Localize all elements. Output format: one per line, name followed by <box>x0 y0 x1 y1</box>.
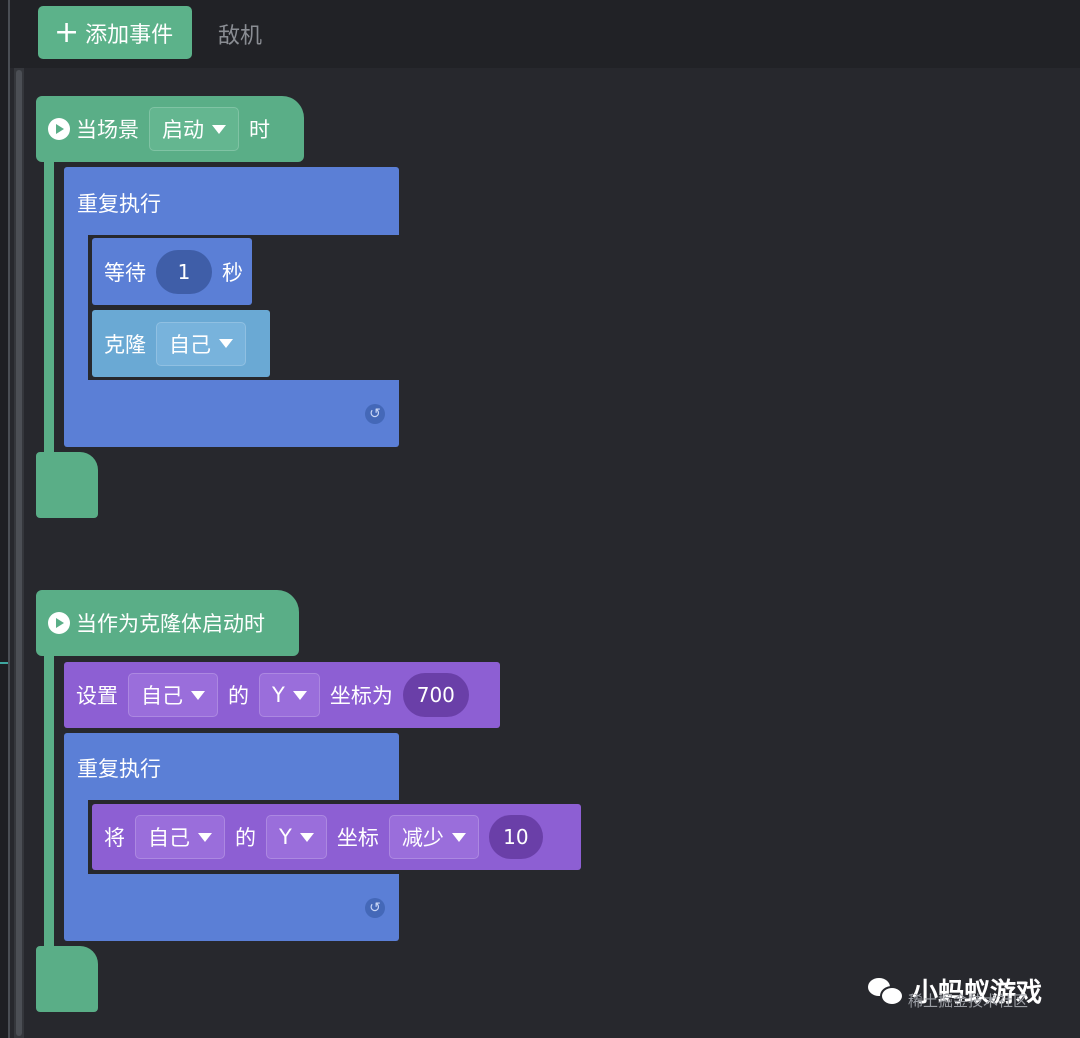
change-label: 将 <box>104 826 125 850</box>
when-clone-starts-block[interactable]: 当作为克隆体启动时 <box>36 590 299 656</box>
plus-icon: + <box>54 14 80 50</box>
dropdown-arrow-icon <box>219 339 233 348</box>
set-axis-dropdown[interactable]: Y <box>259 673 320 717</box>
loop-arrow-icon: ↺ <box>365 404 385 424</box>
play-icon <box>48 612 70 634</box>
add-event-button[interactable]: + 添加事件 <box>38 6 192 59</box>
change-target-dropdown[interactable]: 自己 <box>135 815 225 859</box>
set-label: 设置 <box>76 684 118 708</box>
wait-label: 等待 <box>104 260 146 285</box>
change-axis-value: Y <box>279 825 292 849</box>
dropdown-arrow-icon <box>292 690 307 700</box>
event-end-cap-2 <box>36 946 98 1012</box>
change-y-block[interactable]: 将 自己 的 Y 坐标 减少 10 <box>92 804 581 870</box>
dropdown-arrow-icon <box>299 832 314 842</box>
set-target-dropdown[interactable]: 自己 <box>128 673 218 717</box>
clone-block[interactable]: 克隆 自己 <box>92 310 270 377</box>
dropdown-arrow-icon <box>198 832 212 842</box>
wechat-icon <box>868 977 904 1006</box>
set-y-value-input[interactable]: 700 <box>402 673 469 717</box>
watermark-sub-text: 稀土掘金技术社区 <box>908 992 1029 1010</box>
event-rail-2 <box>44 645 54 965</box>
wait-block[interactable]: 等待 1 秒 <box>92 238 252 305</box>
left-panel-edge <box>0 0 8 1038</box>
event-rail-1 <box>44 150 54 470</box>
clone-target-dropdown[interactable]: 自己 <box>156 321 246 366</box>
dropdown-arrow-icon <box>191 690 205 700</box>
loop-arrow-icon: ↺ <box>365 898 385 918</box>
clone-label: 克隆 <box>104 332 146 357</box>
change-target-value: 自己 <box>148 826 190 850</box>
change-amount-input[interactable]: 10 <box>488 815 543 859</box>
add-event-label: 添加事件 <box>85 22 174 48</box>
when-scene-starts-block[interactable]: 当场景 启动 时 <box>36 96 304 162</box>
clone-target-value: 自己 <box>169 332 211 357</box>
repeat-label-1: 重复执行 <box>77 192 161 216</box>
event-end-cap-1 <box>36 452 98 518</box>
watermark: 小蚂蚁游戏 稀土掘金技术社区 <box>868 972 1043 1010</box>
repeat-label-2: 重复执行 <box>77 757 161 781</box>
set-of-label: 的 <box>228 684 249 708</box>
scene-event-dropdown[interactable]: 启动 <box>149 107 239 151</box>
watermark-main-text: 小蚂蚁游戏 <box>912 978 1043 1008</box>
set-y-block[interactable]: 设置 自己 的 Y 坐标为 700 <box>64 662 500 728</box>
change-axis-dropdown[interactable]: Y <box>266 815 327 859</box>
clone-hat-label: 当作为克隆体启动时 <box>76 612 265 636</box>
scene-event-value: 启动 <box>162 118 204 142</box>
play-icon <box>48 118 70 140</box>
scrollbar-thumb[interactable] <box>16 70 22 1036</box>
wait-seconds-input[interactable]: 1 <box>156 249 212 294</box>
wait-unit: 秒 <box>222 260 243 285</box>
set-target-value: 自己 <box>141 684 183 708</box>
tab-enemy[interactable]: 敌机 <box>218 24 263 49</box>
change-op-value: 减少 <box>401 826 444 850</box>
left-divider <box>8 0 10 1038</box>
change-of-label: 的 <box>235 826 256 850</box>
dropdown-arrow-icon <box>212 124 226 134</box>
left-marker <box>0 662 8 664</box>
hat-suffix: 时 <box>249 118 270 142</box>
set-suffix-label: 坐标为 <box>329 684 393 708</box>
change-op-dropdown[interactable]: 减少 <box>388 815 479 859</box>
change-suffix-label: 坐标 <box>336 826 379 850</box>
hat-prefix: 当场景 <box>76 118 139 142</box>
dropdown-arrow-icon <box>451 832 466 842</box>
set-axis-value: Y <box>272 683 285 707</box>
